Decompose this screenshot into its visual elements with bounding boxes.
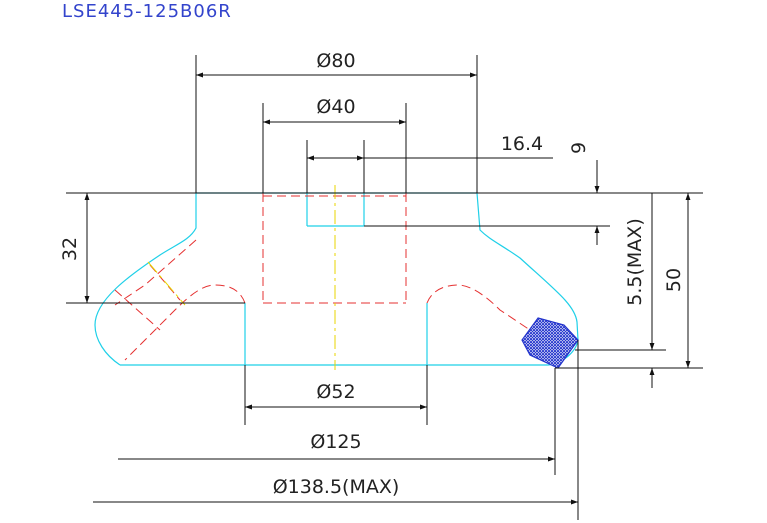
seal-section <box>521 317 579 369</box>
hidden-lines <box>114 193 531 361</box>
dim-16-4: 16.4 <box>501 133 543 155</box>
part-outline <box>94 192 579 366</box>
dim-d80: Ø80 <box>316 50 355 72</box>
dim-d52: Ø52 <box>316 381 355 403</box>
drawing-title: LSE445-125B06R <box>62 1 232 22</box>
dim-50: 50 <box>663 268 685 292</box>
dimension-lines <box>66 55 703 520</box>
dim-d125: Ø125 <box>310 431 361 453</box>
dim-9: 9 <box>568 142 590 154</box>
dim-d138-5-max: Ø138.5(MAX) <box>273 476 400 498</box>
centerlines <box>147 185 336 370</box>
dim-5-5-max: 5.5(MAX) <box>624 218 646 305</box>
dim-d40: Ø40 <box>316 96 355 118</box>
dim-32: 32 <box>59 237 81 261</box>
